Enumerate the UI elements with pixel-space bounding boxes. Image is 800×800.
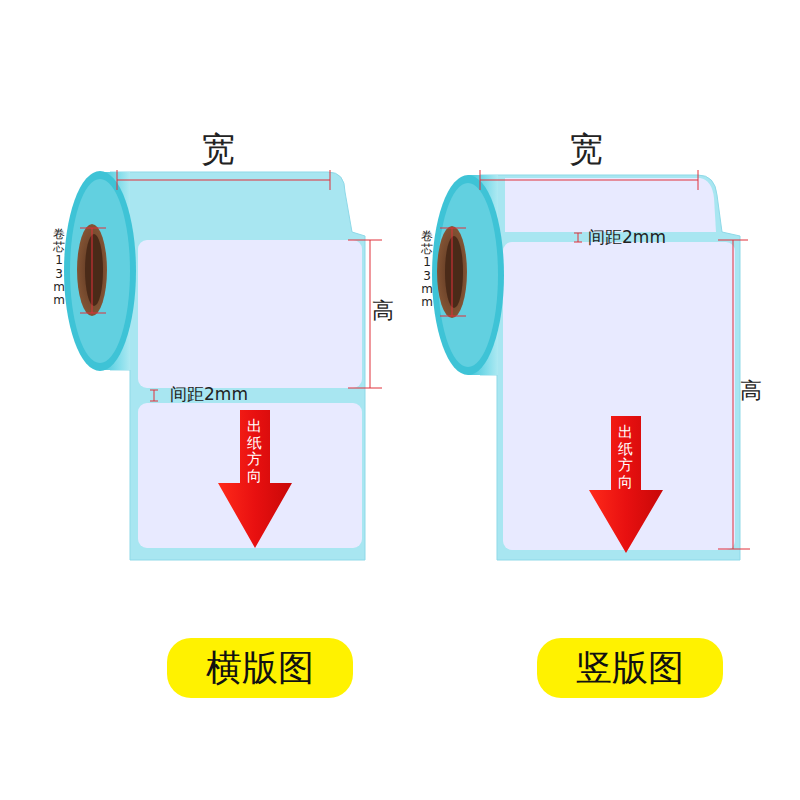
core-size-label: 卷芯13mm	[53, 228, 65, 307]
vertical-roll	[432, 170, 750, 560]
view-title: 竖版图	[567, 648, 693, 688]
height-label: 高	[372, 300, 394, 322]
view-title-pill: 竖版图	[537, 638, 723, 698]
horizontal-roll	[64, 170, 382, 560]
core-size-label: 卷芯13mm	[421, 230, 433, 309]
height-label: 高	[740, 380, 762, 402]
view-title-pill: 横版图	[167, 638, 353, 698]
gap-label: 间距2mm	[170, 386, 248, 403]
feed-direction-label: 出纸方向	[247, 418, 262, 484]
width-label: 宽	[569, 132, 603, 166]
feed-direction-label: 出纸方向	[618, 424, 633, 490]
view-title: 横版图	[197, 648, 323, 688]
width-label: 宽	[201, 132, 235, 166]
gap-label: 间距2mm	[588, 229, 666, 246]
